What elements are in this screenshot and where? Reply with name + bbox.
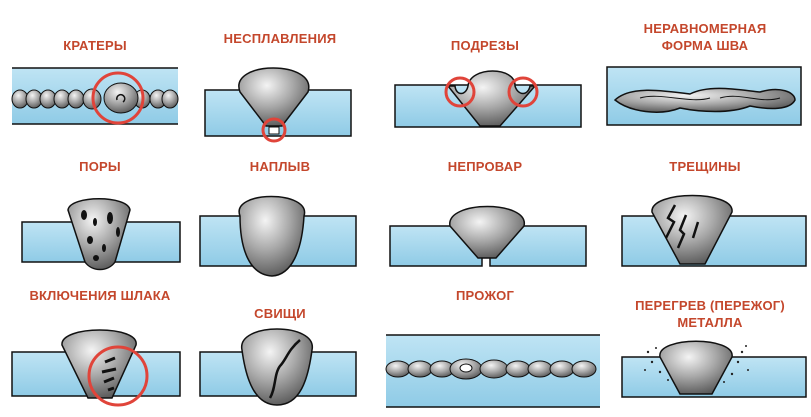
burn-through-illustration xyxy=(385,334,600,408)
label-lack-of-fusion: НЕСПЛАВЛЕНИЯ xyxy=(223,31,337,46)
lack-of-fusion-illustration xyxy=(204,67,352,143)
label-overheating: ПЕРЕГРЕВ (ПЕРЕЖОГ) МЕТАЛЛА xyxy=(605,297,811,331)
label-uneven-shape-line2: ФОРМА ШВА xyxy=(661,38,749,53)
fistula-illustration xyxy=(199,328,357,406)
label-overheating-line2: МЕТАЛЛА xyxy=(677,315,743,330)
label-overheating-line1: ПЕРЕГРЕВ (ПЕРЕЖОГ) xyxy=(635,298,785,313)
pores-illustration xyxy=(21,198,181,271)
undercuts-illustration xyxy=(394,70,582,128)
uneven-seam-illustration xyxy=(606,66,802,126)
overheating-illustration xyxy=(621,340,807,398)
overlap-illustration xyxy=(199,195,357,277)
label-slag-inclusions: ВКЛЮЧЕНИЯ ШЛАКА xyxy=(29,288,171,303)
label-fistulas: СВИЩИ xyxy=(254,306,306,321)
label-burn-through: ПРОЖОГ xyxy=(455,288,515,303)
label-uneven-shape: НЕРАВНОМЕРНАЯ ФОРМА ШВА xyxy=(615,20,795,54)
label-overlap: НАПЛЫВ xyxy=(249,159,311,174)
craters-illustration xyxy=(11,67,179,125)
slag-inclusions-illustration xyxy=(11,329,181,407)
label-craters: КРАТЕРЫ xyxy=(63,38,127,53)
incomplete-penetration-illustration xyxy=(389,205,587,267)
label-uneven-shape-line1: НЕРАВНОМЕРНАЯ xyxy=(643,21,767,36)
label-pores: ПОРЫ xyxy=(79,159,121,174)
label-undercuts: ПОДРЕЗЫ xyxy=(450,38,520,53)
cracks-illustration xyxy=(621,194,807,267)
label-cracks: ТРЕЩИНЫ xyxy=(669,159,741,174)
label-incomplete-penetration: НЕПРОВАР xyxy=(447,159,523,174)
